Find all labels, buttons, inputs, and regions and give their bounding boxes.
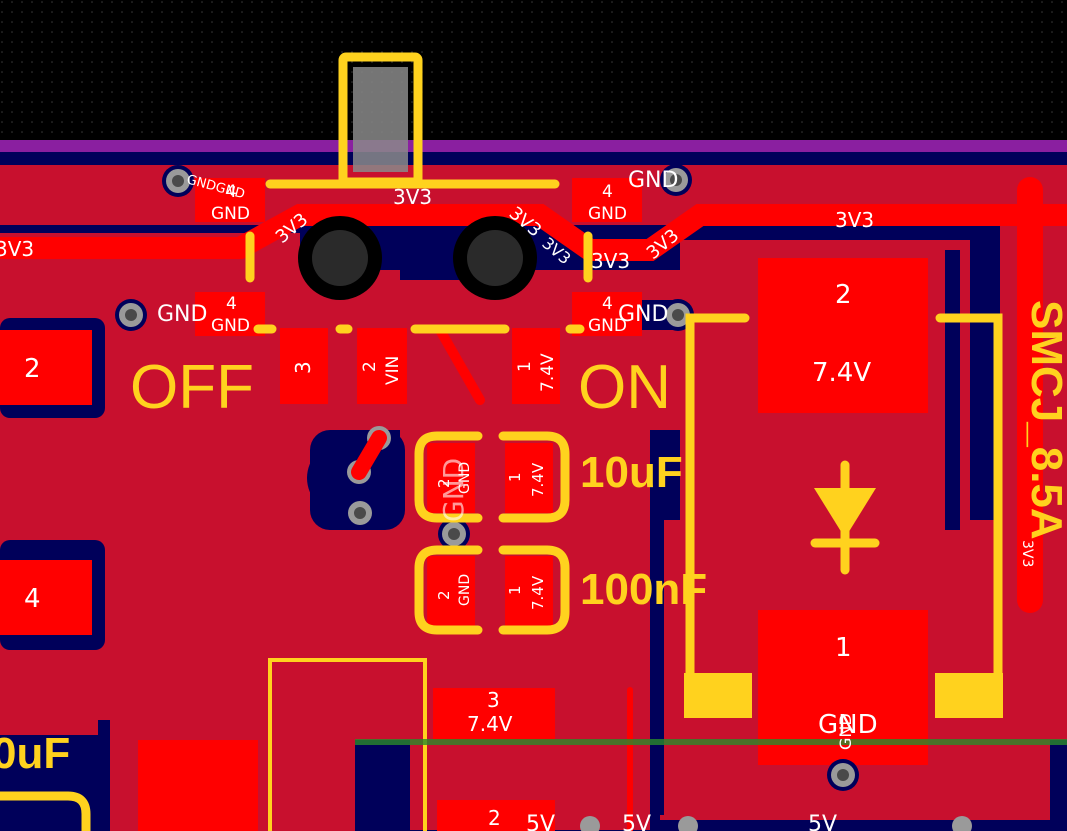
via-label-gnd-right: GND bbox=[618, 302, 668, 327]
tvs-pad-2-net: 7.4V bbox=[812, 358, 871, 388]
off-board-area bbox=[0, 0, 1067, 150]
bottom-vias bbox=[580, 816, 972, 831]
tvs-via-gnd: GND bbox=[836, 713, 855, 750]
bottom-pad-2: 2 bbox=[488, 806, 501, 830]
net-label-3v3-right: 3V3 bbox=[835, 208, 874, 232]
pad-label-gnd-br: GND bbox=[588, 316, 627, 336]
cap2-pad-gnd: GND bbox=[457, 574, 473, 606]
pad-num-4-bl: 4 bbox=[226, 294, 237, 314]
net-label-3v3-left: 3V3 bbox=[0, 237, 34, 261]
switch-pad-vin: VIN bbox=[383, 356, 403, 385]
pad-num-4-tl: 4 bbox=[226, 182, 237, 202]
tvs-silkscreen bbox=[684, 313, 1003, 718]
on-label: ON bbox=[578, 353, 671, 422]
via-drills bbox=[125, 174, 849, 781]
via-label-gnd-center: GND bbox=[437, 458, 470, 522]
via-label-gnd-left: GND bbox=[157, 302, 207, 327]
cap1-pad-gnd: GND bbox=[457, 462, 473, 494]
net-label-3v3-top: 3V3 bbox=[393, 185, 432, 209]
off-label: OFF bbox=[130, 353, 254, 422]
cap1-pad-7v4: 7.4V bbox=[529, 462, 547, 497]
left-pad-4: 4 bbox=[24, 584, 41, 614]
left-pad-2: 2 bbox=[24, 354, 41, 384]
cap2-pad-7v4: 7.4V bbox=[529, 575, 547, 610]
right-trace-3v3: 3V3 bbox=[1019, 540, 1035, 567]
pad-label-gnd-tl: GND bbox=[211, 204, 250, 224]
pad-num-4-tr: 4 bbox=[602, 182, 613, 202]
bottom-net-5v-2: 5V bbox=[622, 812, 651, 831]
cap2-value-label: 100nF bbox=[580, 565, 707, 614]
switch-pad-1: 1 bbox=[515, 361, 535, 372]
switch-pad-3: 3 bbox=[291, 361, 315, 374]
component-outline-bottom bbox=[268, 658, 427, 831]
via-connection bbox=[351, 430, 387, 480]
pad-num-4-br: 4 bbox=[602, 294, 613, 314]
left-cap-value-label: 0uF bbox=[0, 729, 70, 778]
tvs-part-label: SMCJ_8.5A bbox=[1022, 300, 1067, 540]
cap1-pad-2: 2 bbox=[435, 478, 453, 488]
switch-mounting-holes bbox=[298, 216, 537, 300]
cap1-value-label: 10uF bbox=[580, 448, 683, 497]
bottom-pad-3: 3 bbox=[487, 688, 500, 712]
tvs-pad-1: 1 bbox=[835, 633, 852, 663]
net-label-3v3-pad: 3V3 bbox=[591, 249, 630, 273]
switch-pad-7v4: 7.4V bbox=[538, 353, 558, 392]
switch-pad-2: 2 bbox=[360, 361, 380, 372]
pad-label-gnd-bl: GND bbox=[211, 316, 250, 336]
cap1-pad-1: 1 bbox=[506, 472, 524, 482]
switch-actuator bbox=[353, 67, 408, 172]
capacitor-silkscreen bbox=[0, 431, 570, 831]
bottom-net-5v-3: 5V bbox=[808, 812, 837, 831]
cap2-pad-2: 2 bbox=[435, 590, 453, 600]
tvs-pad-1-net: GND bbox=[818, 710, 878, 740]
pad-label-gnd-tr: GND bbox=[588, 204, 627, 224]
board-edge bbox=[0, 140, 1067, 153]
bottom-pad-7v4: 7.4V bbox=[467, 712, 513, 736]
cap2-pad-1: 1 bbox=[506, 585, 524, 595]
via-label-gnd-topright: GND bbox=[628, 168, 678, 193]
switch-silkscreen bbox=[245, 52, 593, 334]
bottom-net-5v-1: 5V bbox=[526, 812, 555, 831]
tvs-pad-2: 2 bbox=[835, 280, 852, 310]
